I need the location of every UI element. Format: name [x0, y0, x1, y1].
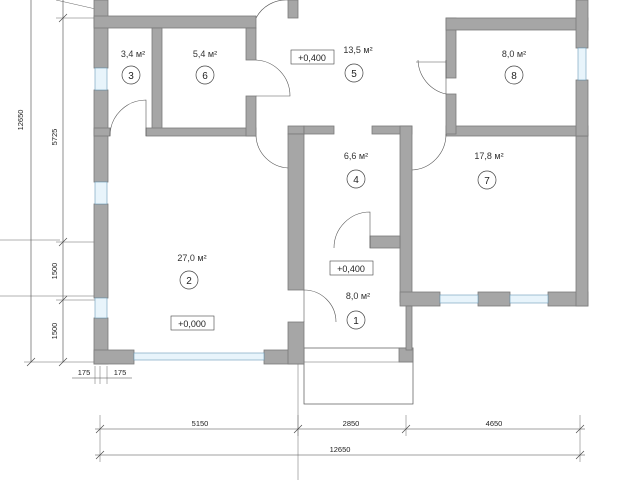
room-8-number: 8 — [511, 71, 517, 82]
level-entry: +0,400 — [337, 264, 365, 274]
left-dimension-lines — [0, 0, 101, 367]
room-2-marker — [179, 270, 199, 290]
room-6-area: 5,4 м² — [193, 49, 217, 59]
room-8-marker — [504, 65, 524, 85]
dim-left-upper: 5725 — [50, 129, 59, 146]
level-tags — [170, 49, 374, 331]
room-3-marker — [121, 65, 141, 85]
room-7-area: 17,8 м² — [474, 151, 503, 161]
windows — [94, 47, 587, 361]
dim-wall-a: 175 — [78, 368, 91, 377]
room-8-area: 8,0 м² — [502, 49, 526, 59]
room-3-number: 3 — [128, 71, 134, 82]
room-labels: 3,4 м² 3 5,4 м² 6 13,5 м² 5 8,0 м² 8 6,6… — [121, 45, 526, 330]
wall-thickness-dims — [72, 366, 132, 384]
dim-left-total: 12650 — [16, 110, 25, 131]
room-2-number: 2 — [186, 276, 192, 287]
level-hall: +0,400 — [298, 53, 326, 63]
level-living: +0,000 — [178, 319, 206, 329]
room-7-number: 7 — [484, 176, 490, 187]
room-1-area: 8,0 м² — [346, 291, 370, 301]
room-6-number: 6 — [202, 71, 208, 82]
dim-bottom-total: 12650 — [330, 445, 351, 454]
doors — [109, 0, 447, 323]
porch — [303, 347, 414, 405]
room-6-marker — [195, 65, 215, 85]
dim-left-mid: 1500 — [50, 263, 59, 280]
dim-bottom-seg3: 4650 — [486, 419, 503, 428]
room-5-marker — [344, 63, 364, 83]
room-2-area: 27,0 м² — [177, 253, 206, 263]
room-1-marker — [346, 310, 366, 330]
room-1-number: 1 — [353, 316, 359, 327]
room-5-area: 13,5 м² — [343, 45, 372, 55]
room-7-marker — [477, 170, 497, 190]
room-3-area: 3,4 м² — [121, 49, 145, 59]
walls — [93, 0, 589, 365]
dim-left-low: 1500 — [50, 323, 59, 340]
dim-bottom-seg1: 5150 — [192, 419, 209, 428]
dim-bottom-seg2: 2850 — [343, 419, 360, 428]
room-5-number: 5 — [351, 69, 357, 80]
room-4-area: 6,6 м² — [344, 151, 368, 161]
bottom-dimension-lines — [95, 360, 585, 480]
dim-wall-b: 175 — [114, 368, 127, 377]
room-4-number: 4 — [353, 175, 359, 186]
room-4-marker — [346, 169, 366, 189]
